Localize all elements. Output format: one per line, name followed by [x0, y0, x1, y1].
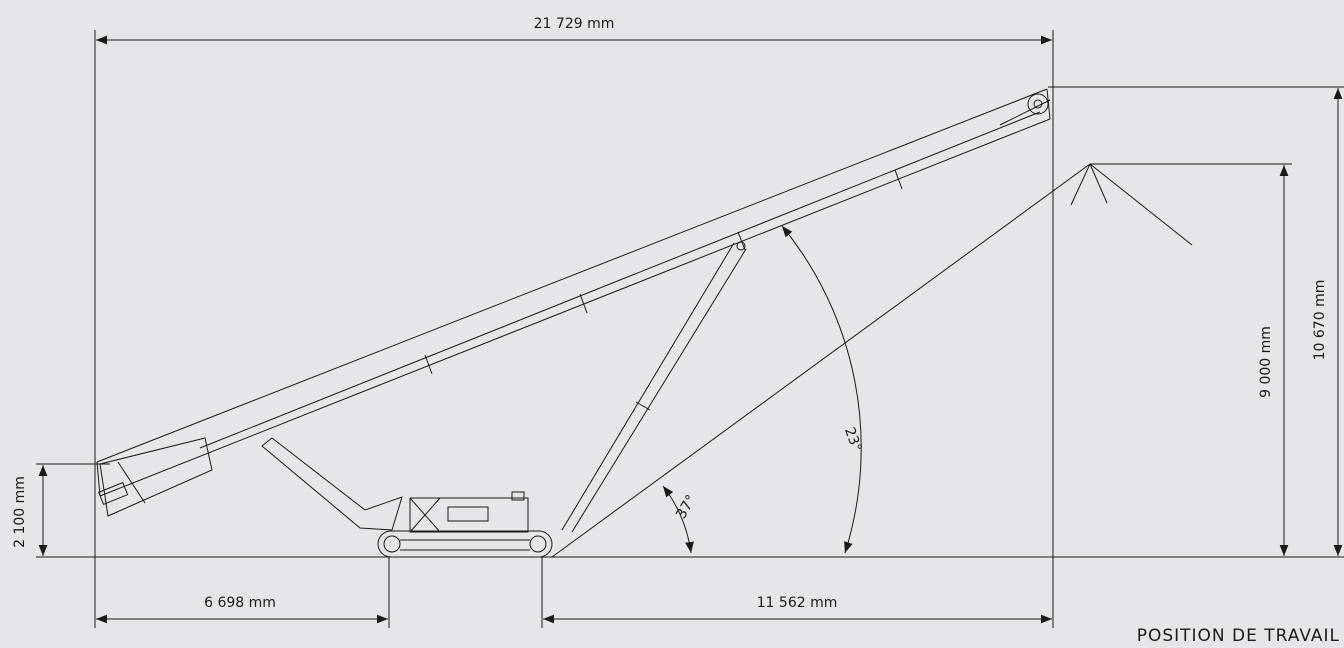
label-rear-overhang: 6 698 mm — [204, 595, 276, 611]
feed-hopper — [98, 437, 213, 517]
head-drum — [999, 93, 1051, 126]
label-conveyor-angle: 23° — [841, 425, 865, 454]
crawler-tracks — [377, 530, 553, 558]
rear-support-strut — [261, 437, 403, 531]
engine-housing — [409, 491, 529, 533]
label-stockpile-height: 9 000 mm — [1258, 326, 1274, 398]
label-overall-length: 21 729 mm — [534, 16, 615, 32]
angle-arc-repose — [662, 485, 694, 554]
front-support-leg — [561, 241, 747, 533]
angle-arc-conveyor — [781, 225, 862, 554]
stockpile-outline — [551, 163, 1193, 558]
label-front-reach: 11 562 mm — [757, 595, 838, 611]
conveyor-boom — [96, 88, 1051, 497]
drawing-caption: POSITION DE TRAVAIL — [1136, 626, 1340, 646]
label-feed-height: 2 100 mm — [12, 476, 28, 548]
label-discharge-height: 10 670 mm — [1312, 280, 1328, 361]
label-repose-angle: 37° — [673, 492, 699, 522]
